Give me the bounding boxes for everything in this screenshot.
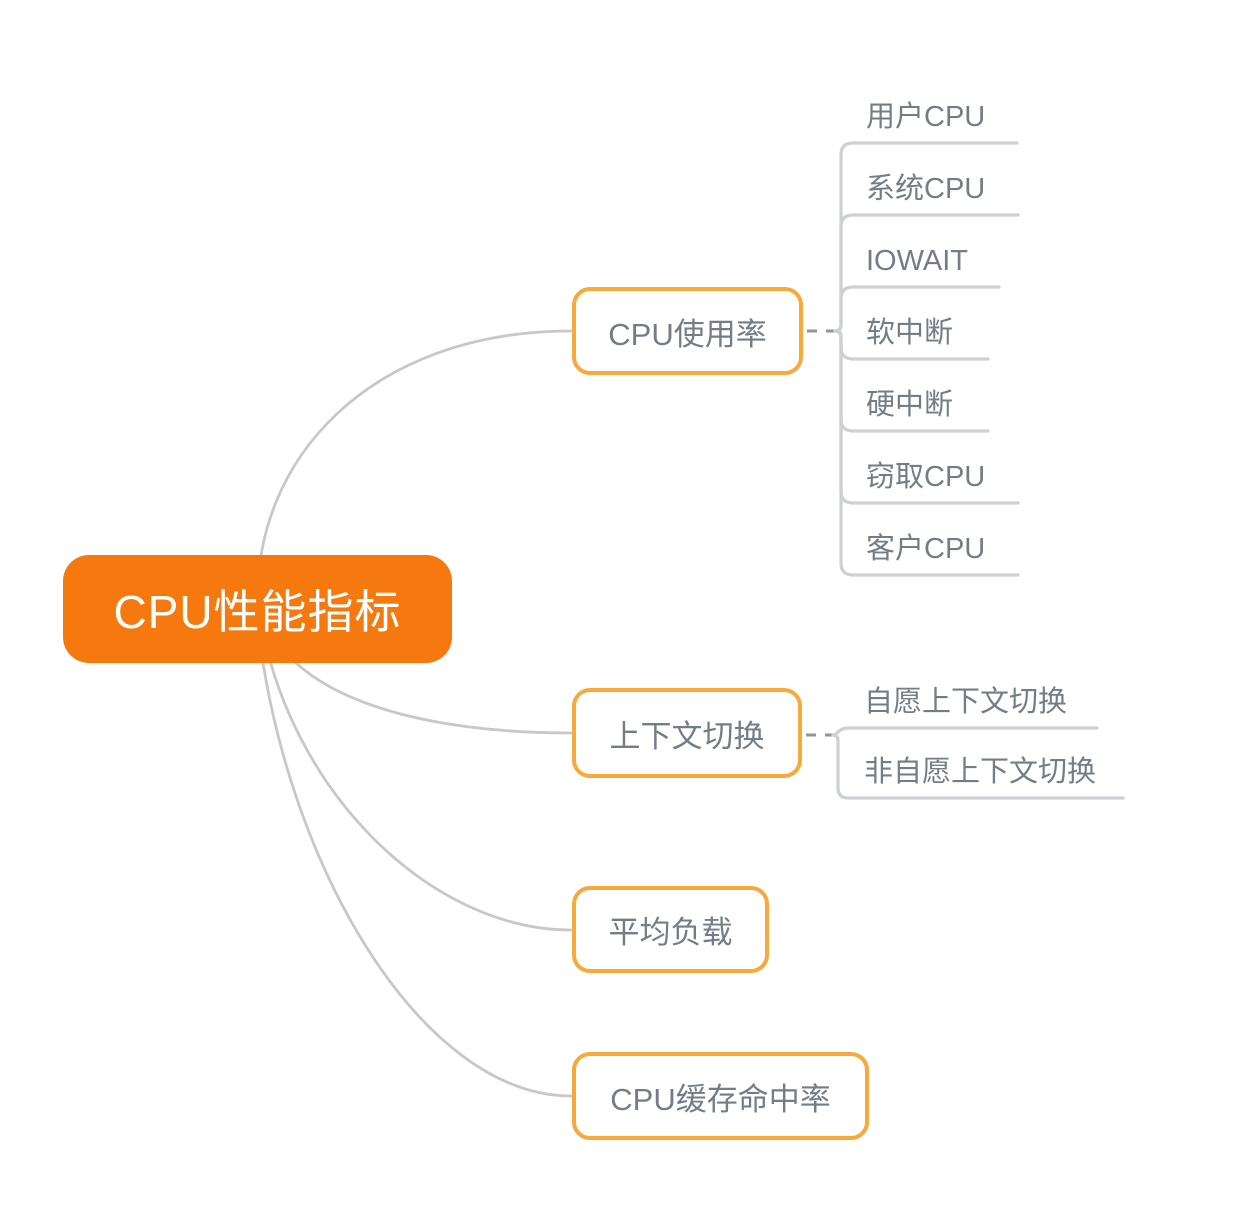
cpu-usage-child-connectors — [833, 141, 1020, 577]
child-underline-guest-cpu — [833, 329, 1020, 577]
root-curve-cache-hit — [255, 615, 573, 1098]
root-curve-cpu-usage — [256, 329, 573, 609]
child-topic-involuntary-context-switch[interactable]: 非自愿上下文切换 — [864, 756, 1097, 788]
child-underline-involuntary — [831, 733, 1125, 800]
child-topic-guest-cpu[interactable]: 客户CPU — [866, 533, 986, 565]
child-topic-softirq[interactable]: 软中断 — [866, 317, 954, 349]
root-branch-curves — [255, 329, 573, 1098]
root-curve-load-average — [258, 613, 573, 932]
child-topic-system-cpu[interactable]: 系统CPU — [866, 173, 986, 205]
child-topic-user-cpu[interactable]: 用户CPU — [866, 101, 986, 133]
child-topic-voluntary-context-switch[interactable]: 自愿上下文切换 — [864, 686, 1068, 718]
branch-topic-context-switch[interactable]: 上下文切换 — [572, 688, 802, 778]
context-switch-child-connectors — [831, 726, 1125, 800]
child-topic-iowait[interactable]: IOWAIT — [866, 245, 969, 277]
branch-topic-cache-hit[interactable]: CPU缓存命中率 — [572, 1052, 869, 1140]
child-topic-steal-cpu[interactable]: 窃取CPU — [866, 461, 986, 493]
child-topic-hardirq[interactable]: 硬中断 — [866, 389, 954, 421]
branch-dash-connectors — [806, 329, 836, 737]
root-topic[interactable]: CPU性能指标 — [63, 555, 452, 663]
branch-topic-load-average[interactable]: 平均负载 — [572, 886, 769, 973]
child-underline-voluntary — [831, 726, 1099, 737]
branch-topic-cpu-usage[interactable]: CPU使用率 — [572, 287, 803, 375]
